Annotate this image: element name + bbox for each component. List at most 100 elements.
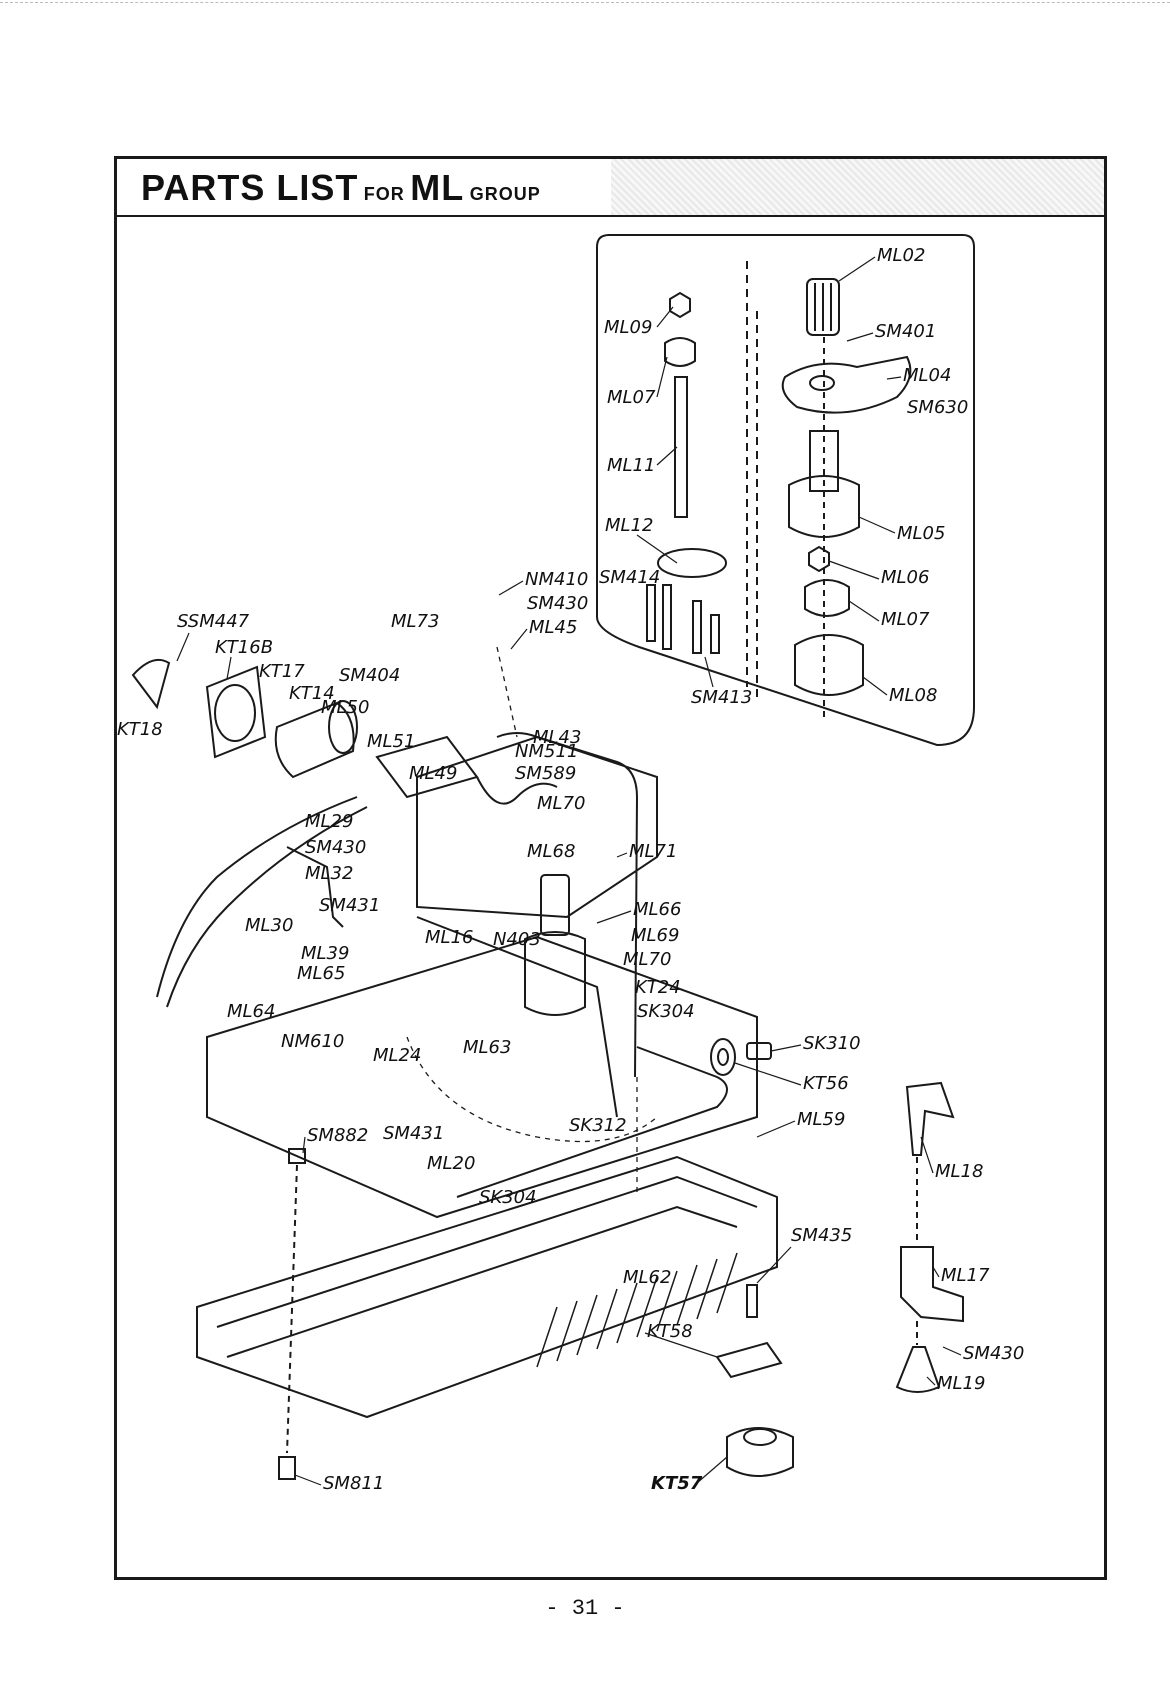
tube-ml71 xyxy=(496,732,639,1078)
label-sk312: SK312 xyxy=(569,1115,627,1136)
part-bushing-sk310 xyxy=(746,1042,772,1060)
label-ml73: ML73 xyxy=(391,611,439,632)
title-for: FOR xyxy=(363,184,405,204)
part-ring-kt57 xyxy=(726,1427,794,1477)
wire-harness xyxy=(156,796,358,998)
part-cover-kt18 xyxy=(131,659,171,710)
label-ml32: ML32 xyxy=(305,863,353,884)
top-scan-rule xyxy=(0,2,1170,4)
label-sm630: SM630 xyxy=(907,397,968,418)
machine-bed xyxy=(206,935,758,1219)
label-sm401: SM401 xyxy=(875,321,936,342)
label-ml07b: ML07 xyxy=(881,609,930,630)
label-ml06: ML06 xyxy=(881,567,929,588)
label-n403: N403 xyxy=(493,929,541,950)
label-ml65: ML65 xyxy=(297,963,345,984)
label-ml64: ML64 xyxy=(227,1001,275,1022)
label-ml45: ML45 xyxy=(529,617,577,638)
parts-list-frame: PARTS LIST FOR ML GROUP xyxy=(114,156,1107,1580)
title-group-word: GROUP xyxy=(469,184,541,204)
label-ml05: ML05 xyxy=(897,523,945,544)
part-holder-ml17 xyxy=(900,1246,964,1323)
label-sk304a: SK304 xyxy=(637,1001,695,1022)
label-ml69: ML69 xyxy=(631,925,679,946)
label-ml70a: ML70 xyxy=(537,793,585,814)
label-ml24: ML24 xyxy=(373,1045,421,1066)
part-nut-ml09 xyxy=(669,291,691,319)
tube-ml59 xyxy=(456,1046,728,1198)
label-sm413: SM413 xyxy=(691,687,752,708)
label-kt14: KT14 xyxy=(289,683,335,704)
label-ml29: ML29 xyxy=(305,811,353,832)
label-ml49: ML49 xyxy=(409,763,457,784)
label-ml08: ML08 xyxy=(889,685,937,706)
label-ml50: ML50 xyxy=(321,697,369,718)
label-nm511: NM511 xyxy=(515,741,578,762)
part-screw-sm882 xyxy=(288,1148,306,1164)
label-ml62: ML62 xyxy=(623,1267,671,1288)
part-base-ml08 xyxy=(794,634,864,696)
label-sm435: SM435 xyxy=(791,1225,852,1246)
label-sk304b: SK304 xyxy=(479,1187,537,1208)
part-column-ml16 xyxy=(540,874,570,936)
label-sk310: SK310 xyxy=(803,1033,861,1054)
label-ml51: ML51 xyxy=(367,731,415,752)
part-motor-plate-kt16b xyxy=(205,665,267,759)
part-collar-ml07a xyxy=(664,337,696,367)
label-kt17: KT17 xyxy=(259,661,305,682)
label-sm430c: SM430 xyxy=(963,1343,1024,1364)
label-ml02: ML02 xyxy=(877,245,925,266)
label-sm430b: SM430 xyxy=(305,837,366,858)
label-kt18: KT18 xyxy=(117,719,163,740)
title-parts-list: PARTS LIST xyxy=(141,167,359,208)
part-ring-ml07b xyxy=(804,579,850,617)
part-screw-sm413-1 xyxy=(692,600,702,654)
label-ml66: ML66 xyxy=(633,899,681,920)
label-nm610: NM610 xyxy=(281,1031,344,1052)
page-number: - 31 - xyxy=(545,1596,625,1621)
label-ml20: ML20 xyxy=(427,1153,475,1174)
label-sm811: SM811 xyxy=(323,1473,384,1494)
part-motor-ml50 xyxy=(274,701,355,779)
label-sm404: SM404 xyxy=(339,665,400,686)
label-ml07a: ML07 xyxy=(607,387,656,408)
label-sm431a: SM431 xyxy=(319,895,380,916)
label-sm882: SM882 xyxy=(307,1125,368,1146)
part-column-base xyxy=(524,931,586,1016)
label-ml09: ML09 xyxy=(604,317,652,338)
label-kt24: KT24 xyxy=(635,977,681,998)
exploded-parts-diagram: ML02 ML09 SM401 ML04 ML07 SM630 ML11 ML0… xyxy=(117,234,1024,1494)
label-ml30: ML30 xyxy=(245,915,293,936)
label-ml11: ML11 xyxy=(607,455,655,476)
part-screw-sm811 xyxy=(278,1456,296,1480)
label-ml68: ML68 xyxy=(527,841,575,862)
part-bracket-ml18 xyxy=(905,1081,955,1156)
part-screw-sm414-1 xyxy=(646,584,656,642)
label-ml17: ML17 xyxy=(941,1265,990,1286)
label-kt16b: KT16B xyxy=(215,637,273,658)
label-ml70b: ML70 xyxy=(623,949,671,970)
label-ml19: ML19 xyxy=(937,1373,985,1394)
part-knob-ml02 xyxy=(806,278,840,336)
part-nut-ml06 xyxy=(808,545,830,573)
label-sm414: SM414 xyxy=(599,567,660,588)
label-ml43: ML43 xyxy=(533,727,581,748)
part-housing-ml05 xyxy=(788,475,860,538)
label-ml18: ML18 xyxy=(935,1161,983,1182)
part-screw-sm435 xyxy=(746,1284,758,1318)
part-plate-kt58 xyxy=(715,1341,783,1379)
header-bar: PARTS LIST FOR ML GROUP xyxy=(117,159,1104,217)
header-plain-band xyxy=(117,159,611,215)
label-sm430a: SM430 xyxy=(527,593,588,614)
label-ml71: ML71 xyxy=(629,841,677,862)
label-ml12: ML12 xyxy=(605,515,653,536)
label-ml39: ML39 xyxy=(301,943,349,964)
part-pulley-kt56 xyxy=(710,1038,736,1076)
label-ml16: ML16 xyxy=(425,927,473,948)
part-disc-ml12 xyxy=(657,548,727,578)
label-ssm447: SSM447 xyxy=(177,611,250,632)
part-foot-ml19 xyxy=(895,1346,941,1393)
label-kt56: KT56 xyxy=(803,1073,849,1094)
part-screw-sm414-2 xyxy=(662,584,672,650)
label-ml59: ML59 xyxy=(797,1109,845,1130)
